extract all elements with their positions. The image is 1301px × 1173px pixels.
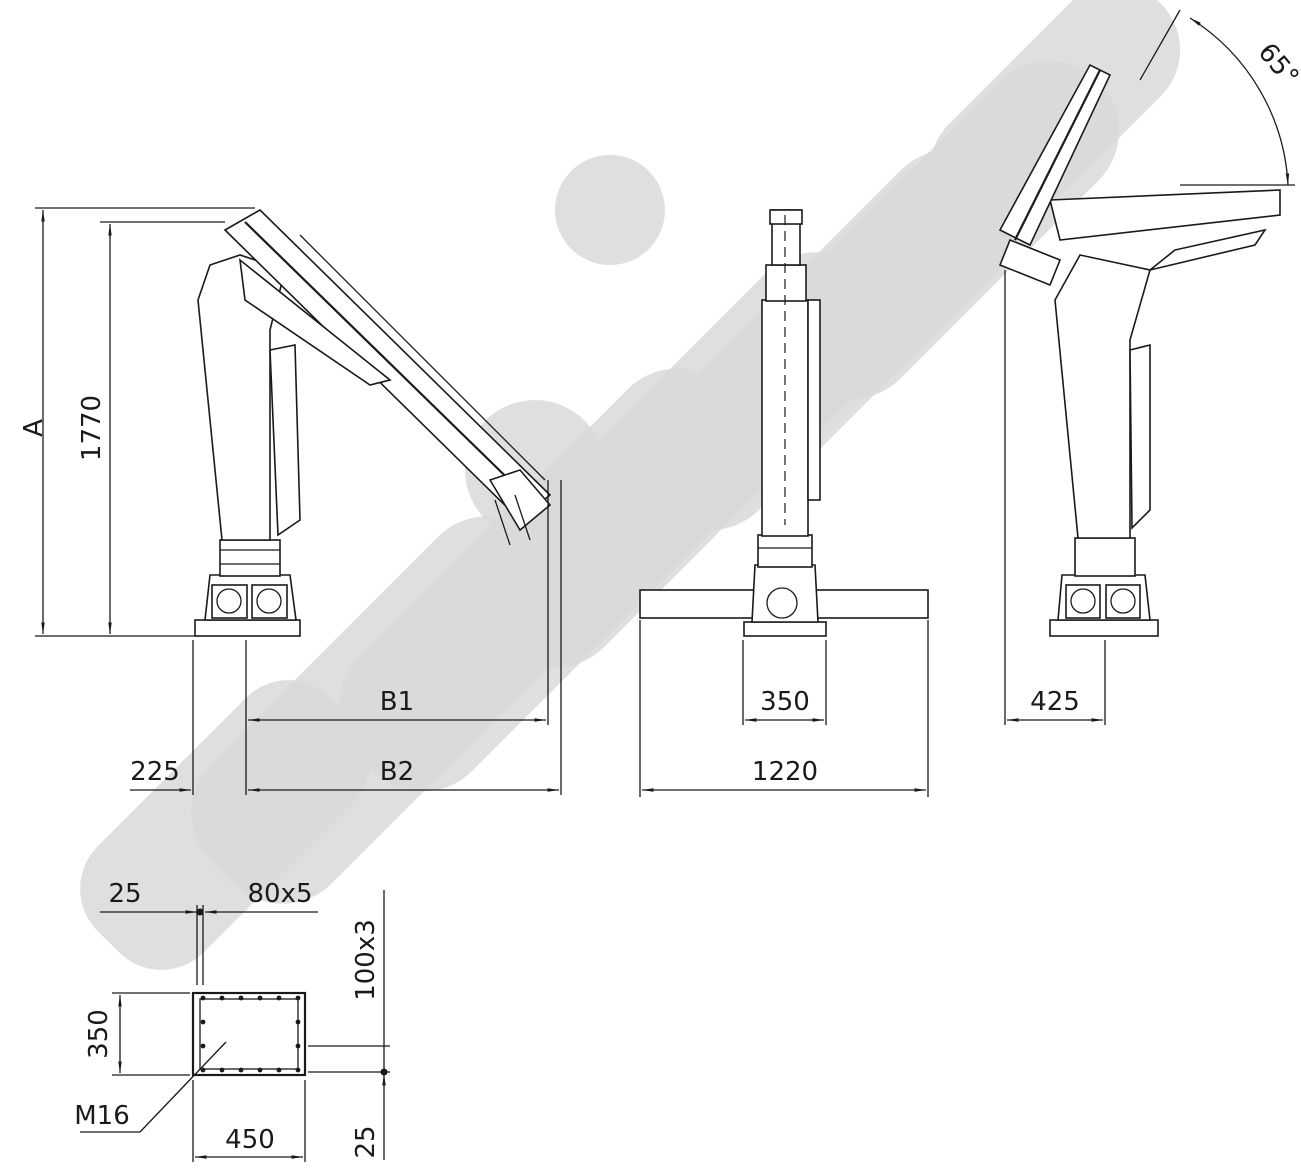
label-1220: 1220 [752,757,818,787]
watermark-logo [80,0,1181,970]
bolt-holes [200,995,301,1073]
label-a: A [19,419,49,437]
label-25-x: 25 [108,879,141,909]
folded-view-crane [998,63,1281,637]
label-b2: B2 [380,757,414,787]
side-view-dimensions [35,207,562,795]
label-80x5: 80x5 [247,879,312,909]
label-225: 225 [130,757,180,787]
label-100x3: 100x3 [351,919,381,1001]
label-350-front: 350 [760,687,810,717]
base-plate-plan [191,991,307,1077]
front-view-dimensions [639,620,929,797]
label-350-plate: 350 [84,1009,114,1059]
label-b1: B1 [380,687,414,717]
base-plate-dimensions [80,890,390,1162]
label-1770: 1770 [77,395,107,461]
label-65-deg: 65° [1252,38,1301,93]
label-450: 450 [225,1125,275,1155]
label-25-y: 25 [351,1125,381,1158]
label-425: 425 [1030,687,1080,717]
side-view-crane [194,209,552,637]
folded-view-dimensions [1004,9,1295,725]
front-view-crane [639,209,929,637]
label-m16: M16 [74,1101,130,1131]
